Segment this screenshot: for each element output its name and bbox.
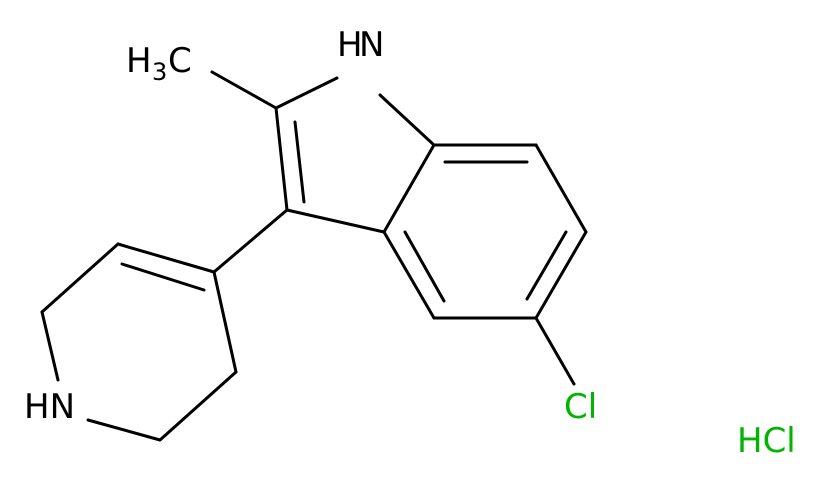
chloro-label: Cl — [564, 387, 597, 427]
indole-nh-h: H — [337, 25, 363, 65]
bond — [86, 418, 162, 442]
bond — [212, 270, 238, 374]
chloro-bond — [534, 316, 576, 386]
bond — [158, 370, 238, 442]
bond — [40, 310, 60, 382]
bond — [285, 208, 386, 234]
indole-nh-label: N — [359, 25, 384, 65]
methyl-bond — [210, 70, 278, 110]
atom-labels: H N H 3 C HN Cl HCl — [24, 25, 796, 461]
double-bond-inner — [120, 262, 206, 292]
ring-nh-label: HN — [24, 387, 75, 427]
methyl-h-label: H — [126, 41, 152, 81]
methyl-c-label: C — [168, 41, 192, 81]
tetrahydropyridine-ring — [40, 242, 238, 442]
pyrrole-ring — [274, 76, 436, 234]
bond — [274, 76, 339, 110]
bond — [534, 143, 588, 234]
double-bond-inner — [403, 230, 446, 303]
bond — [40, 242, 120, 314]
bond — [378, 93, 436, 147]
double-bond-inner — [525, 230, 568, 301]
bond — [116, 242, 216, 274]
double-bond-inner — [293, 120, 306, 204]
salt-label: HCl — [737, 421, 796, 461]
benzene-ring — [382, 143, 588, 320]
linker-bond — [212, 208, 289, 274]
methyl-subscript: 3 — [152, 58, 167, 86]
bond — [382, 143, 436, 234]
bond — [382, 230, 436, 320]
bond — [274, 106, 289, 212]
bond — [534, 230, 588, 320]
